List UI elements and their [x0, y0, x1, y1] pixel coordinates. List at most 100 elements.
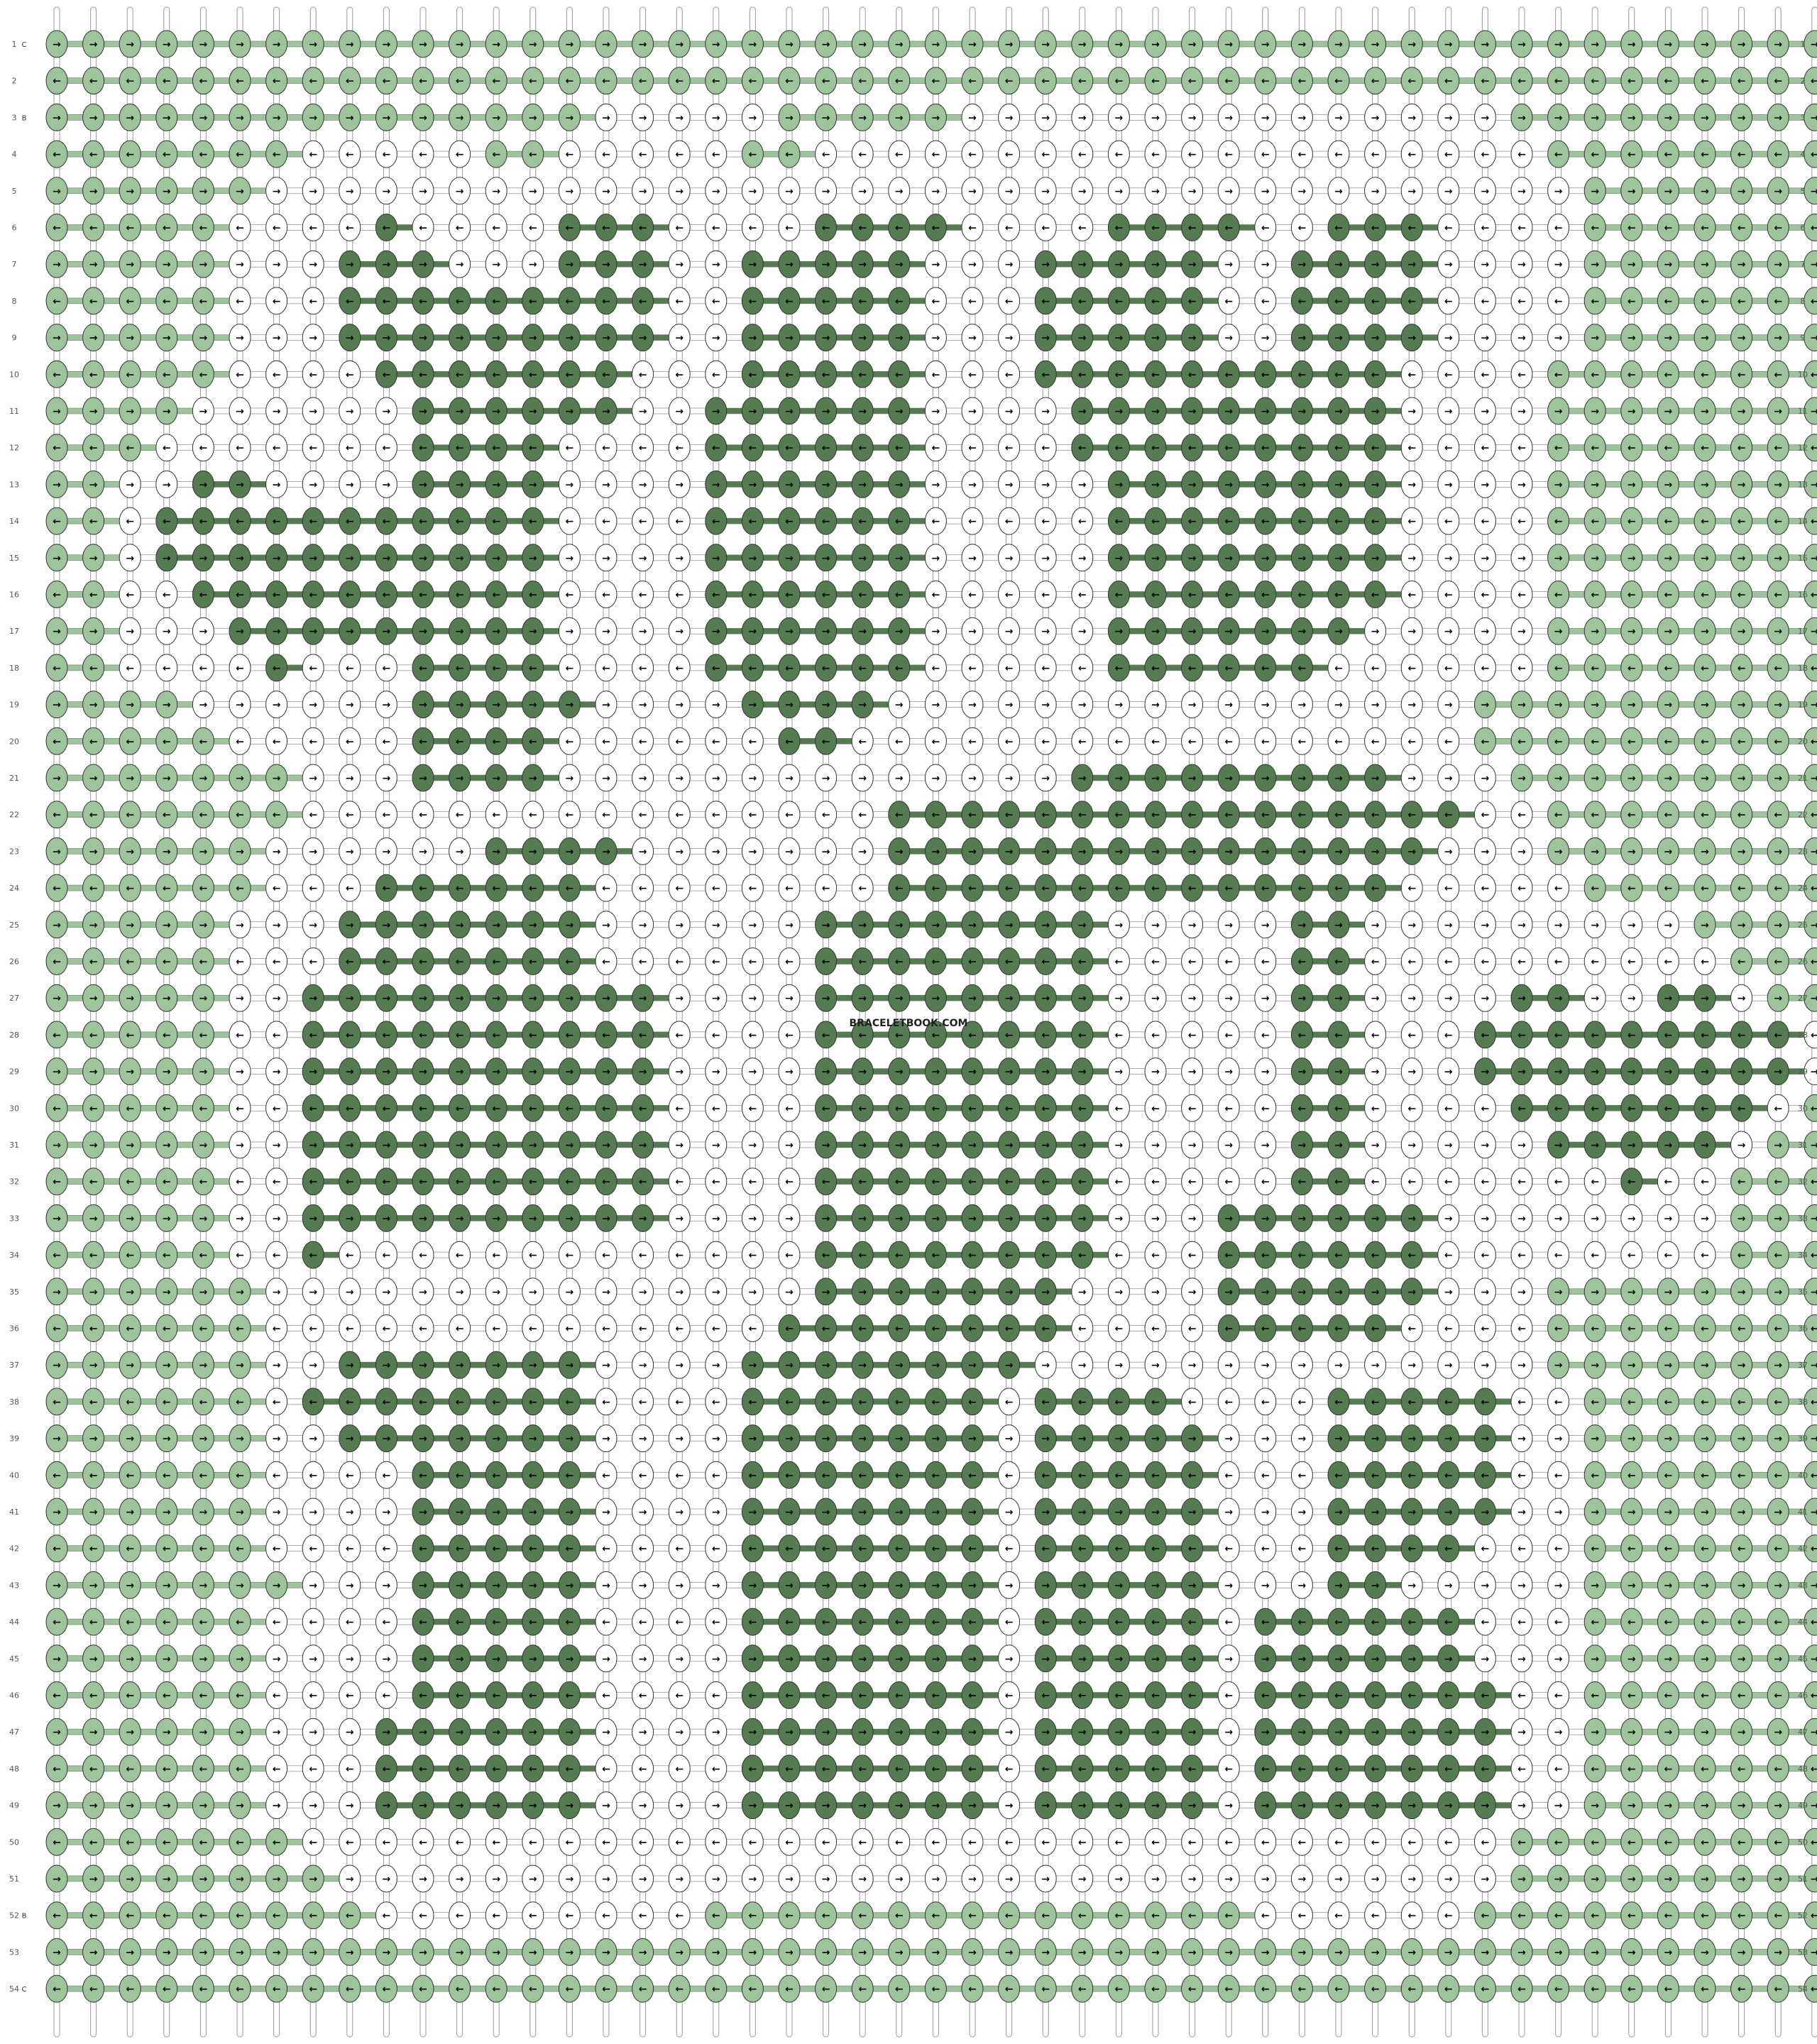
knot-arrow: ←: [1554, 443, 1563, 454]
knot-arrow: ←: [895, 516, 904, 527]
knot-arrow: →: [566, 479, 574, 490]
knot-arrow: →: [1591, 1067, 1599, 1078]
knot-arrow: ←: [163, 957, 171, 968]
knot-arrow: ←: [126, 296, 134, 307]
knot-arrow: →: [383, 626, 391, 637]
knot-arrow: ←: [492, 296, 500, 307]
knot-arrow: →: [1774, 1213, 1782, 1224]
knot-arrow: ←: [1481, 1250, 1490, 1261]
knot-arrow: ←: [1591, 810, 1599, 821]
knot-arrow: →: [492, 112, 500, 123]
knot-arrow: ←: [1407, 296, 1416, 307]
knot-arrow: ←: [53, 810, 61, 821]
knot-arrow: ←: [236, 223, 244, 234]
knot-arrow: ←: [566, 149, 574, 160]
knot-arrow: →: [383, 1067, 391, 1078]
knot-arrow: ←: [126, 516, 134, 527]
knot-arrow: →: [1554, 39, 1563, 50]
knot-arrow: ←: [126, 1177, 134, 1188]
knot-arrow: →: [785, 406, 794, 417]
knot-arrow: →: [1115, 553, 1124, 564]
knot-arrow: ←: [932, 443, 940, 454]
knot-arrow: →: [1151, 773, 1160, 784]
knot-arrow: ←: [1298, 1250, 1307, 1261]
knot-arrow: ←: [1151, 223, 1160, 234]
knot-arrow: ←: [1041, 443, 1050, 454]
knot-arrow: →: [1041, 920, 1050, 931]
knot-arrow: →: [1371, 186, 1380, 197]
knot-arrow: →: [675, 1067, 684, 1078]
knot-arrow: →: [1591, 553, 1599, 564]
knot-arrow: →: [566, 259, 574, 270]
knot-arrow: ←: [1151, 736, 1160, 747]
knot-arrow: →: [1664, 700, 1673, 711]
knot-arrow: ←: [126, 810, 134, 821]
knot-arrow: →: [1591, 479, 1599, 490]
knot-arrow: →: [895, 186, 904, 197]
knot-arrow: →: [822, 993, 830, 1004]
knot-arrow: →: [126, 333, 134, 344]
knot-arrow: ←: [932, 1250, 940, 1261]
knot-arrow: ←: [1407, 516, 1416, 527]
knot-arrow: →: [89, 700, 98, 711]
knot-arrow: →: [53, 333, 61, 344]
knot-arrow: →: [1481, 39, 1490, 50]
knot-arrow: →: [89, 773, 98, 784]
knot-arrow: ←: [1517, 516, 1526, 527]
knot-arrow: →: [1298, 39, 1307, 50]
knot-arrow: ←: [1188, 883, 1197, 894]
knot-arrow: ←: [749, 883, 757, 894]
knot-arrow: →: [1407, 406, 1416, 417]
knot-arrow: ←: [1115, 883, 1124, 894]
knot-arrow: →: [273, 112, 281, 123]
knot-arrow: ←: [639, 296, 647, 307]
knot-arrow: →: [1151, 39, 1160, 50]
knot-arrow: →: [1701, 553, 1709, 564]
knot-arrow: ←: [785, 223, 794, 234]
knot-arrow: ←: [1517, 149, 1526, 160]
knot-arrow: ←: [1738, 1103, 1746, 1114]
knot-arrow: →: [53, 112, 61, 123]
knot-arrow: →: [1554, 259, 1563, 270]
knot-arrow: →: [1224, 773, 1233, 784]
knot-arrow: →: [1738, 553, 1746, 564]
knot-arrow: →: [1224, 112, 1233, 123]
knot-arrow: ←: [895, 883, 904, 894]
knot-arrow: →: [822, 920, 830, 931]
knot-arrow: →: [1591, 1213, 1599, 1224]
knot-arrow: →: [383, 846, 391, 857]
knot-arrow: →: [529, 1140, 537, 1151]
knot-arrow: ←: [126, 957, 134, 968]
knot-arrow: →: [126, 700, 134, 711]
knot-arrow: →: [1627, 1213, 1636, 1224]
knot-arrow: ←: [858, 1030, 867, 1041]
knot-arrow: ←: [895, 663, 904, 674]
knot-arrow: →: [419, 700, 427, 711]
knot-arrow: →: [858, 39, 867, 50]
knot-arrow: →: [1444, 993, 1453, 1004]
knot-arrow: ←: [675, 223, 684, 234]
knot-arrow: ←: [785, 736, 794, 747]
knot-arrow: →: [346, 993, 354, 1004]
knot-arrow: ←: [602, 1250, 610, 1261]
knot-arrow: ←: [1005, 223, 1014, 234]
knot-arrow: →: [346, 846, 354, 857]
knot-arrow: →: [895, 1067, 904, 1078]
knot-arrow: →: [1481, 1067, 1490, 1078]
knot-arrow: ←: [1738, 443, 1746, 454]
knot-arrow: ←: [1005, 663, 1014, 674]
knot-arrow: ←: [1554, 590, 1563, 601]
knot-arrow: →: [492, 1067, 500, 1078]
knot: [82, 30, 105, 58]
knot-arrow: →: [1298, 626, 1307, 637]
knot-arrow: ←: [89, 443, 98, 454]
knot-arrow: ←: [1224, 663, 1233, 674]
knot-arrow: →: [1444, 112, 1453, 123]
knot-arrow: →: [1041, 1213, 1050, 1224]
knot-arrow: →: [529, 186, 537, 197]
knot-arrow: →: [1078, 479, 1087, 490]
knot-arrow: ←: [749, 223, 757, 234]
knot-arrow: ←: [1188, 1177, 1197, 1188]
knot-arrow: →: [529, 1067, 537, 1078]
knot-arrow: →: [236, 846, 244, 857]
